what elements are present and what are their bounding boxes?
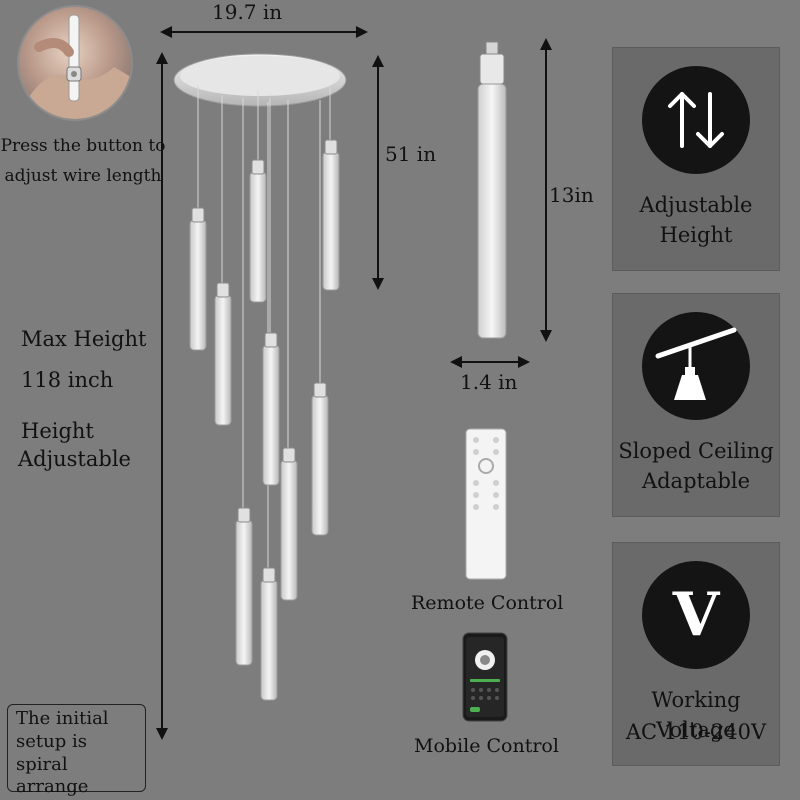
initial-setup-note: The initial setup is spiral arrange [7,704,146,797]
note-line2: setup is [16,731,87,752]
remote-control-label: Remote Control [411,592,564,614]
width-dimension-arrow [160,26,368,38]
voltage-v-icon: V [642,561,750,669]
tube-width-label: 1.4 in [460,370,518,394]
feature-line2: Adaptable [641,469,751,493]
voltage-symbol: V [672,580,720,650]
chandelier-illustration [173,53,347,701]
max-height-value: 118 inch [21,368,114,392]
tube-height-arrow [540,38,552,342]
max-height-title: Max Height [21,327,147,351]
note-line1: The initial [16,708,109,729]
height-adjustable-line2: Adjustable [18,447,131,471]
feature-line1: Working Voltage [651,688,741,742]
feature-line1: Sloped Ceiling [618,439,774,463]
tube-width-arrow [450,356,530,368]
single-tube-illustration [477,41,507,339]
mobile-control-label: Mobile Control [414,735,559,757]
up-down-arrows-icon [642,66,750,174]
feature-line2: AC 110-240V [625,720,767,744]
width-dimension-label: 19.7 in [212,0,283,24]
feature-working-voltage: V Working Voltage AC 110-240V [612,542,780,766]
sloped-ceiling-lamp-icon [642,312,750,420]
feature-line2: Height [659,223,733,247]
inset-caption-line1: Press the button to [0,136,166,156]
height-adjustable-line1: Height [21,419,94,443]
drop-dimension-label: 51 in [385,142,437,166]
note-line3: spiral arrange [16,754,89,797]
tube-height-label: 13in [549,183,594,207]
feature-sloped-ceiling: Sloped Ceiling Adaptable [612,293,780,517]
inset-caption-line2: adjust wire length [4,166,162,186]
wire-button-photo [17,5,133,121]
drop-dimension-arrow [372,55,384,290]
mobile-phone-icon [462,632,508,722]
remote-control-icon [465,428,507,580]
feature-adjustable-height: Adjustable Height [612,47,780,271]
hand-button-icon [19,14,131,119]
max-height-arrow [156,52,168,740]
feature-line1: Adjustable [639,193,753,217]
